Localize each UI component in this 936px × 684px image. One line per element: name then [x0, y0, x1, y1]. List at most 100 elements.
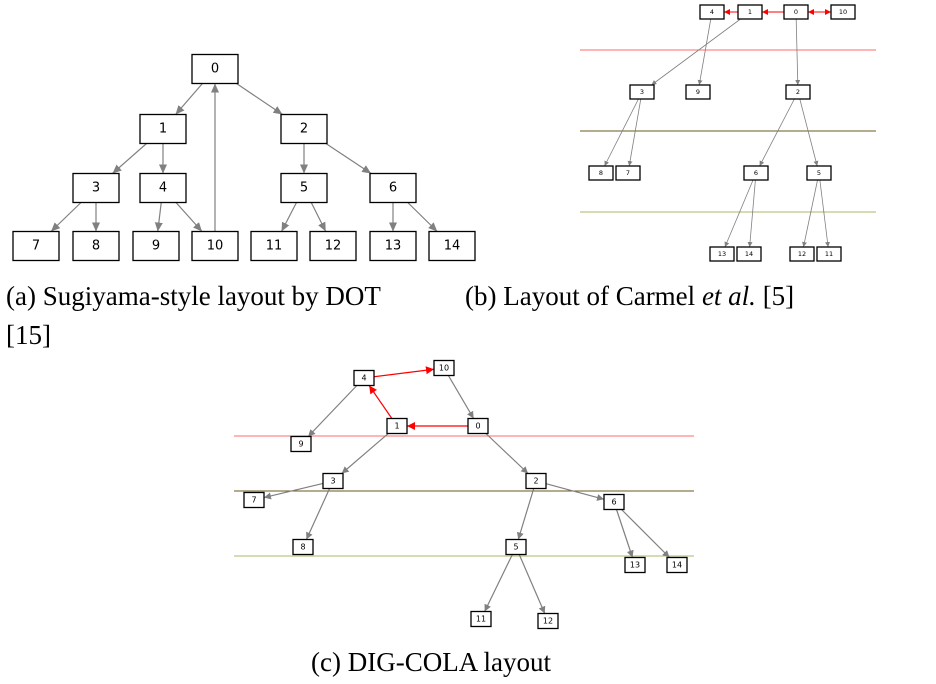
- node-box: [139, 113, 187, 145]
- caption-a-ref: [15]: [6, 320, 51, 350]
- panel-b-edges: [604, 9, 831, 248]
- node-1: 1: [386, 417, 408, 435]
- node-label: 11: [476, 615, 486, 624]
- node-label: 3: [330, 477, 335, 486]
- node-label: 10: [439, 364, 449, 373]
- node-label: 5: [817, 169, 821, 177]
- edge-2-to-6: [545, 483, 605, 501]
- node-6: 6: [743, 165, 769, 181]
- node-box: [816, 246, 842, 262]
- node-label: 4: [361, 374, 366, 383]
- edge-4-to-9: [154, 202, 163, 232]
- edge-4-to-10: [175, 202, 203, 232]
- edge-3-to-7: [627, 98, 642, 167]
- caption-c: (c) DIG-COLA layout: [311, 647, 551, 677]
- node-box: [243, 491, 265, 509]
- node-box: [783, 4, 809, 20]
- edge-3-to-7: [50, 202, 82, 232]
- node-box: [72, 230, 120, 262]
- node-box: [280, 172, 328, 204]
- node-8: 8: [588, 165, 614, 181]
- node-0: 0: [783, 4, 809, 20]
- node-6: 6: [603, 493, 625, 511]
- edge-0-to-2: [795, 18, 801, 86]
- node-1: 1: [737, 4, 763, 20]
- edge-0-to-2: [236, 83, 283, 115]
- node-label: 3: [92, 181, 100, 196]
- edge-5-to-11: [280, 202, 298, 232]
- node-10: 10: [433, 359, 455, 377]
- edge-2-to-5: [799, 98, 819, 167]
- node-box: [785, 84, 811, 100]
- node-5: 5: [505, 538, 527, 556]
- node-label: 6: [754, 169, 758, 177]
- node-box: [525, 472, 547, 490]
- node-2: 2: [785, 84, 811, 100]
- node-box: [280, 113, 328, 145]
- node-label: 6: [611, 498, 616, 507]
- caption-b-suffix: [5]: [756, 281, 794, 311]
- node-label: 2: [300, 122, 308, 137]
- edge-4-to-9: [307, 385, 358, 437]
- node-4: 4: [699, 4, 725, 20]
- node-12: 12: [309, 230, 357, 262]
- node-label: 7: [32, 239, 40, 254]
- node-label: 12: [325, 239, 342, 254]
- node-box: [615, 165, 641, 181]
- node-label: 6: [389, 181, 397, 196]
- edge-5-to-12: [518, 554, 546, 614]
- node-9: 9: [290, 435, 312, 453]
- node-box: [309, 230, 357, 262]
- node-label: 3: [640, 88, 644, 96]
- node-box: [505, 538, 527, 556]
- node-8: 8: [292, 538, 314, 556]
- edge-5-to-11: [819, 179, 831, 248]
- node-box: [386, 417, 408, 435]
- node-label: 12: [543, 617, 553, 626]
- edge-6-to-14: [407, 202, 438, 232]
- node-11: 11: [470, 610, 492, 628]
- reversed-edge-4-to-10: [373, 366, 435, 378]
- caption-a: (a) Sugiyama-style layout by DOT: [6, 281, 381, 311]
- edge-2-to-5: [516, 488, 535, 540]
- node-label: 14: [745, 250, 753, 258]
- edge-6-to-13: [615, 509, 634, 558]
- node-box: [191, 53, 239, 85]
- node-label: 4: [159, 181, 167, 196]
- node-label: 2: [533, 477, 538, 486]
- node-label: 9: [696, 88, 700, 96]
- node-6: 6: [369, 172, 417, 204]
- node-14: 14: [666, 556, 688, 574]
- node-box: [72, 172, 120, 204]
- node-box: [467, 417, 489, 435]
- edge-0-to-2: [485, 433, 529, 474]
- panel-b-layer-lines: [580, 49, 876, 213]
- node-label: 0: [475, 422, 480, 431]
- node-9: 9: [132, 230, 180, 262]
- node-13: 13: [624, 556, 646, 574]
- node-box: [685, 84, 711, 100]
- node-box: [132, 230, 180, 262]
- node-box: [789, 246, 815, 262]
- node-label: 13: [385, 239, 402, 254]
- node-label: 10: [839, 8, 847, 16]
- node-label: 0: [211, 62, 219, 77]
- node-label: 9: [152, 239, 160, 254]
- node-4: 4: [353, 369, 375, 387]
- node-10: 10: [191, 230, 239, 262]
- node-0: 0: [467, 417, 489, 435]
- node-box: [588, 165, 614, 181]
- node-label: 9: [298, 440, 303, 449]
- caption-b: (b) Layout of Carmel et al. [5]: [465, 281, 794, 311]
- node-box: [250, 230, 298, 262]
- panel-c-layer-lines: [234, 435, 694, 557]
- node-box: [736, 246, 762, 262]
- node-label: 1: [748, 8, 752, 16]
- node-label: 13: [718, 250, 726, 258]
- node-8: 8: [72, 230, 120, 262]
- edge-5-to-12: [310, 202, 327, 232]
